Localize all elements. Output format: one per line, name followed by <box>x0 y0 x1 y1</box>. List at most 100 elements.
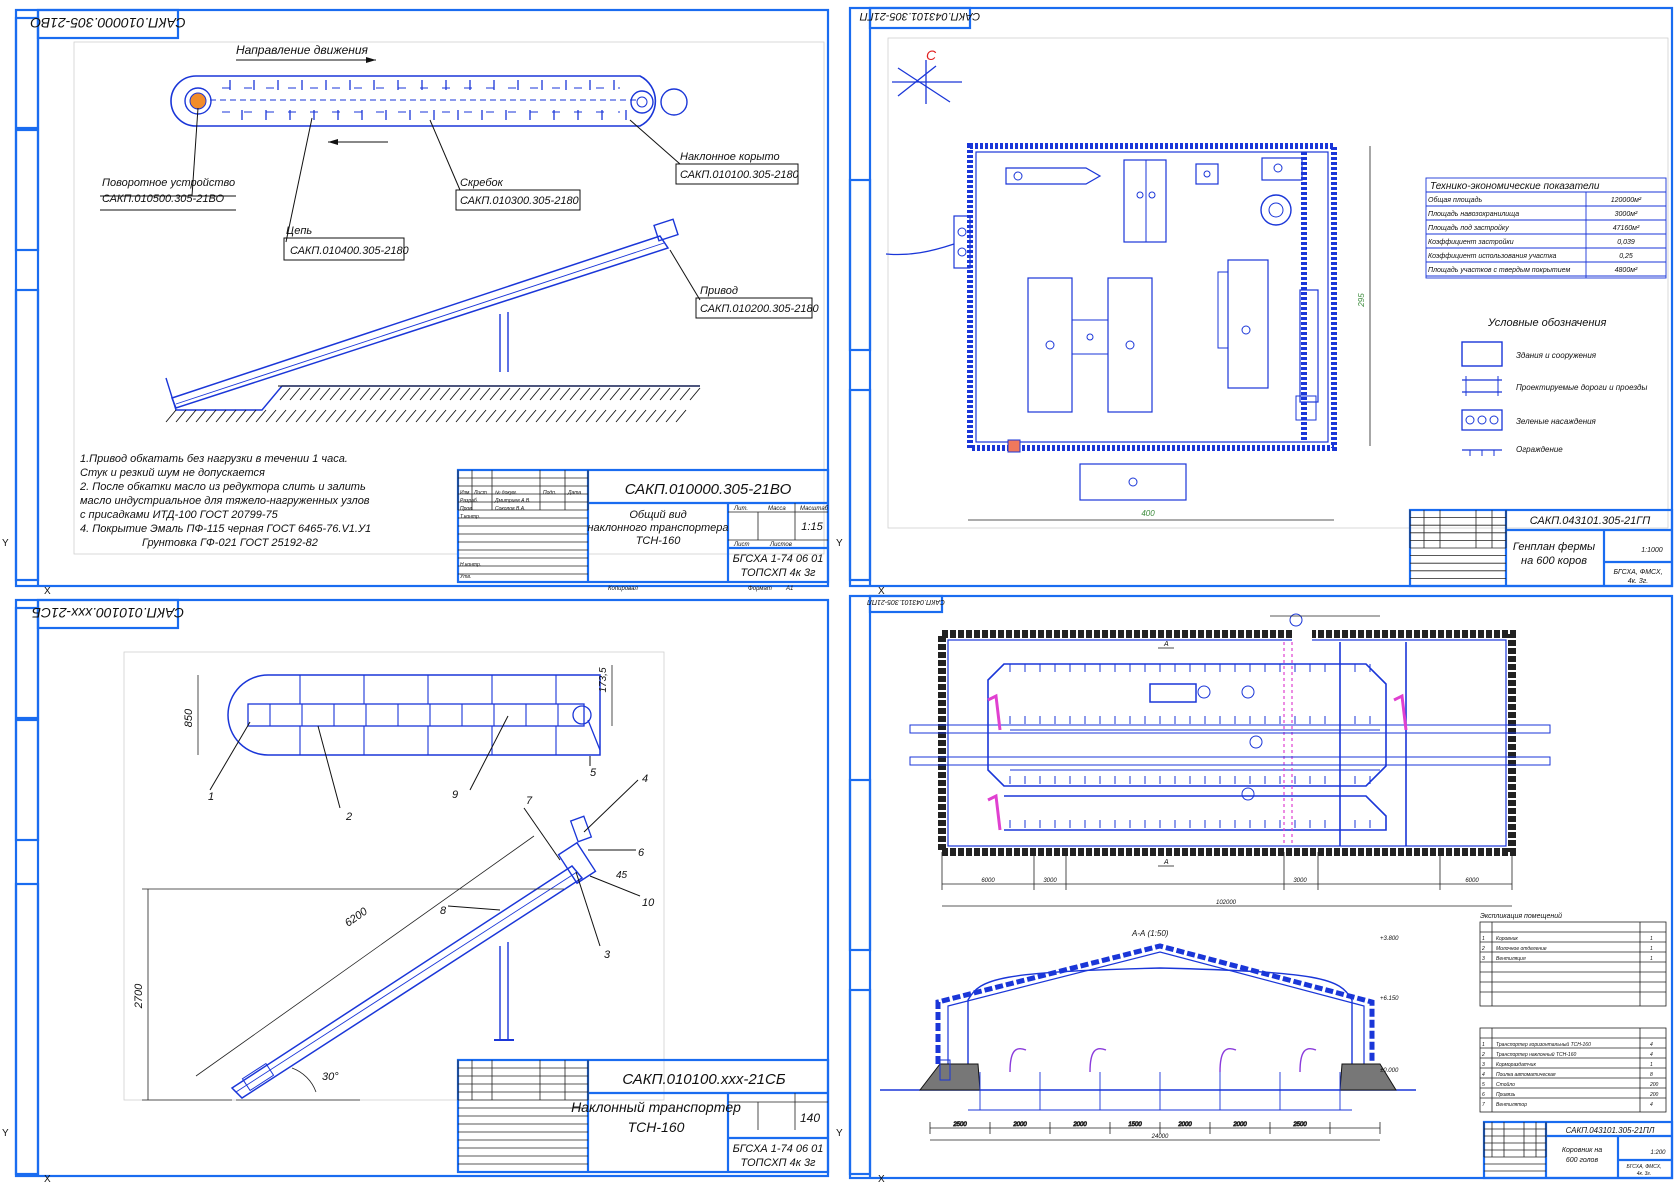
conveyor-contour <box>170 75 657 127</box>
row-label: Изм. <box>460 490 471 496</box>
plan-dim: 6000 <box>1465 878 1479 884</box>
rotated-stamp: САКП.043101.305-21ПЛ <box>867 598 945 605</box>
mass-value: 140 <box>800 1111 820 1125</box>
svg-text:X: X <box>878 1174 885 1183</box>
section-dim: 2000 <box>1177 1122 1192 1128</box>
spec-pos: 7 <box>1482 1102 1485 1108</box>
dim-height: 2700 <box>133 983 145 1009</box>
title-line: 600 голов <box>1566 1157 1599 1164</box>
scale-value: 1:1000 <box>1641 547 1663 554</box>
spec-pos: 6 <box>1482 1092 1485 1098</box>
spec-count: 4 <box>1650 1042 1653 1048</box>
expl-name: Вентиляция <box>1496 956 1526 962</box>
legend: Условные обозначения Здания и сооружения… <box>1461 317 1647 456</box>
position-number: 2 <box>345 811 352 823</box>
spec-name: Привязь <box>1496 1092 1516 1098</box>
row-label: Разраб. <box>460 498 478 504</box>
designer-name: Дмитриев А.В. <box>494 498 531 504</box>
callout-label: Цепь <box>286 225 312 237</box>
expl-count: 1 <box>1650 936 1653 942</box>
sheet-frame <box>14 598 830 1178</box>
row-label: Пров. <box>460 506 473 512</box>
position-number: 5 <box>590 767 597 779</box>
spec-name: Вентилятор <box>1496 1102 1527 1108</box>
sheet-barn-plan: САКП.043101.305-21ПЛ А А 6000 30 <box>836 594 1674 1183</box>
position-number: 6 <box>638 847 645 859</box>
spec-name: Транспортер наклонный ТСН-160 <box>1496 1051 1576 1058</box>
svg-text:X: X <box>44 586 51 597</box>
section-dim: 2000 <box>1072 1122 1087 1128</box>
plan-dim: 3000 <box>1043 878 1057 884</box>
spec-count: 4 <box>1650 1102 1653 1108</box>
plan-dim: 3000 <box>1293 878 1307 884</box>
title-block-code: САКП.010100.ххх-21СБ <box>622 1071 785 1088</box>
rotated-stamp-box <box>868 6 972 30</box>
plan-dim: 6000 <box>981 878 995 884</box>
svg-text:Y: Y <box>2 1128 9 1139</box>
row-label: Подп. <box>543 490 556 496</box>
sheet-frame <box>848 6 1674 588</box>
direction-label: Направление движения <box>236 43 369 57</box>
title-line: наклонного транспортера <box>587 522 728 534</box>
title-block: САКП.043101.305-21ПЛ Коровник на 600 гол… <box>1482 1120 1674 1180</box>
overall-width: 24000 <box>1151 1134 1169 1140</box>
tech-row-value: 0,25 <box>1619 253 1633 260</box>
tech-row-value: 47160м² <box>1613 225 1640 232</box>
title-line: Общий вид <box>629 509 686 521</box>
tech-row-value: 0,039 <box>1617 239 1635 246</box>
section-dim: 2500 <box>1292 1122 1307 1128</box>
title-block-code: САКП.043101.305-21ПЛ <box>1566 1126 1655 1135</box>
callout-label: Поворотное устройство <box>102 177 235 189</box>
tech-row-name: Общая площадь <box>1428 196 1482 204</box>
svg-text:Y: Y <box>836 1128 843 1139</box>
compass-rose: С <box>892 47 962 104</box>
spec-count: 1 <box>1650 1062 1653 1068</box>
tech-row-value: 120000м² <box>1611 197 1642 204</box>
col-header: Масштаб <box>800 506 829 512</box>
title-line: Коровник на <box>1562 1147 1602 1154</box>
row-label: Дата <box>567 490 581 496</box>
tech-table-title: Технико-экономические показатели <box>1430 181 1600 192</box>
note-line: масло индустриальное для тяжело-нагружен… <box>80 495 370 507</box>
barn-walls <box>938 630 1516 856</box>
title-line: Наклонный транспортер <box>571 1099 741 1115</box>
explication-table: Экспликация помещений 1 Коровник 1 2 Мол… <box>1479 912 1667 1007</box>
scale-value: 1:15 <box>801 521 823 533</box>
title-line: ТСН-160 <box>636 535 682 547</box>
org-line: БГСХА, ФМСХ, <box>1613 569 1662 576</box>
org-line: ТОПСХП 4к 3г <box>741 1157 817 1169</box>
svg-text:X: X <box>44 1174 51 1183</box>
dim-length: 6200 <box>343 905 371 929</box>
rotated-stamp: САКП.010100.ххх-21СБ <box>32 605 184 621</box>
notes: 1.Привод обкатать без нагрузки в течении… <box>79 453 371 549</box>
tech-table: Технико-экономические показатели Общая п… <box>1425 177 1667 279</box>
svg-text:Y: Y <box>2 538 9 549</box>
title-line: на 600 коров <box>1521 555 1587 567</box>
dim-height: 295 <box>1357 293 1366 308</box>
svg-text:X: X <box>878 586 885 597</box>
tech-row-name: Коэффициент застройки <box>1428 238 1514 246</box>
dim-width: 850 <box>183 708 195 727</box>
tech-row-name: Коэффициент использования участка <box>1428 253 1557 260</box>
note-line: с присадками ИТД-100 ГОСТ 20799-75 <box>80 509 279 521</box>
expl-count: 1 <box>1650 956 1653 962</box>
sheet-conveyor-incline: САКП.010100.ххх-21СБ 850 173,5 2700 6200… <box>2 598 830 1183</box>
checker-name: Соколов В.А. <box>495 506 525 512</box>
position-number: 1 <box>208 791 214 803</box>
footer-text: А1 <box>785 586 793 592</box>
expl-name: Молочное отделение <box>1496 946 1547 952</box>
spec-pos: 1 <box>1482 1042 1485 1048</box>
section-mark: А <box>1163 859 1169 866</box>
rotated-stamp-box <box>36 8 180 40</box>
dim-width: 400 <box>1141 509 1155 518</box>
dim-45: 45 <box>616 870 628 881</box>
title-block: САКП.010100.ххх-21СБ Наклонный транспорт… <box>456 1058 830 1174</box>
section-dim: 1500 <box>1128 1122 1142 1128</box>
col-header: Лит. <box>733 506 748 512</box>
section-mark: А <box>1163 641 1169 648</box>
title-block: САКП.010000.305-21ВО Общий вид наклонног… <box>456 468 830 592</box>
callout-label: Привод <box>700 285 738 297</box>
callout-label: Наклонное корыто <box>680 151 780 163</box>
expl-name: Коровник <box>1496 936 1518 942</box>
callout-code: САКП.010400.305-2180 <box>290 245 410 257</box>
